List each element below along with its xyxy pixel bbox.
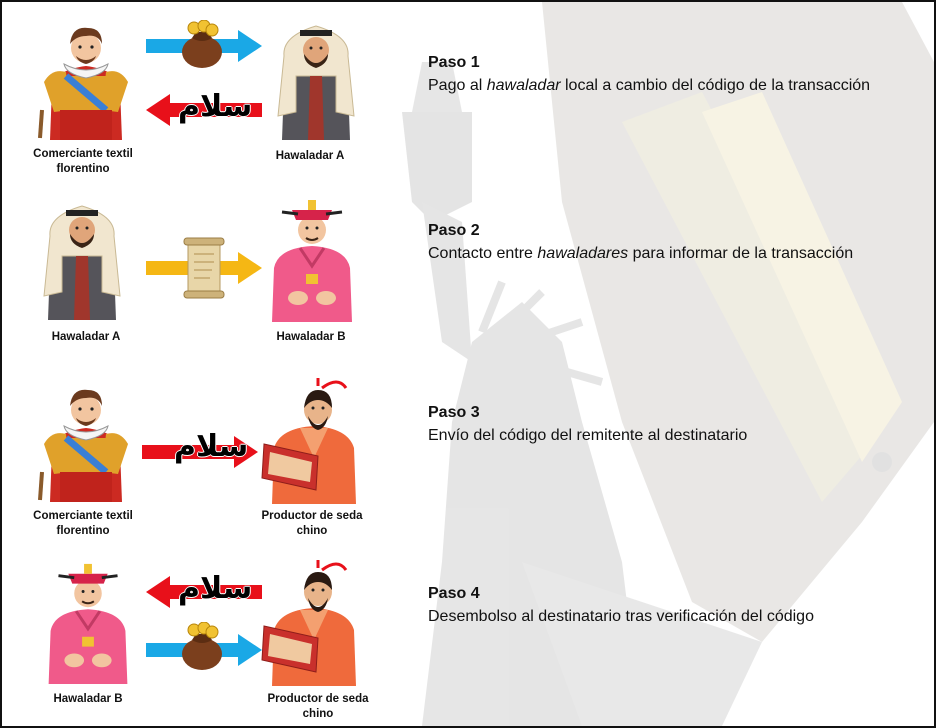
code-word: سلام — [178, 89, 253, 124]
desc-emphasis: hawaladares — [537, 245, 629, 262]
label-line-1: Comerciante textil — [33, 148, 133, 160]
label-line-2: florentino — [56, 525, 110, 537]
desc-part: Desembolso al destinatario tras verifica… — [428, 608, 814, 625]
step1-title: Paso 1 — [428, 54, 480, 71]
desc-part: Contacto entre — [428, 245, 538, 262]
step4-title: Paso 4 — [428, 585, 480, 602]
florentine-merchant-figure — [38, 389, 128, 502]
label-line-1: Hawaladar B — [53, 693, 123, 705]
label-line-2: chino — [296, 525, 328, 537]
step3-description: Envío del código del remitente al destin… — [428, 427, 747, 445]
label-line-1: Comerciante textil — [33, 510, 133, 522]
label-line-1: Hawaladar A — [275, 150, 345, 162]
step3-right-label: Productor de seda chino — [252, 509, 372, 539]
hawaladar-a-figure — [277, 25, 355, 140]
arrow-right-icon — [142, 436, 258, 468]
step3-left-label: Comerciante textil florentino — [16, 509, 150, 539]
step2-description: Contacto entre hawaladares para informar… — [428, 245, 853, 263]
desc-part: Envío del código del remitente al destin… — [428, 427, 748, 444]
label-line-1: Productor de seda — [267, 693, 369, 705]
code-word: سلام — [178, 571, 253, 606]
label-line-1: Hawaladar B — [276, 331, 346, 343]
hawaladar-b-figure — [272, 200, 352, 322]
step4-right-label: Productor de seda chino — [258, 692, 378, 722]
step4-left-label: Hawaladar B — [28, 692, 148, 707]
label-line-1: Hawaladar A — [51, 331, 121, 343]
step1-right-label: Hawaladar A — [248, 149, 372, 164]
step1-left-label: Comerciante textil florentino — [16, 147, 150, 177]
step2-left-label: Hawaladar A — [26, 330, 146, 345]
hawaladar-b-figure — [48, 563, 128, 684]
money-bag-icon — [182, 622, 222, 670]
label-line-2: chino — [302, 708, 334, 720]
money-bag-icon — [182, 20, 222, 68]
desc-emphasis: hawaladar — [486, 77, 561, 94]
desc-part: local a cambio del código de la transacc… — [560, 77, 871, 94]
label-line-2: florentino — [56, 163, 110, 175]
florentine-merchant-figure — [38, 27, 128, 140]
desc-part: Pago al — [428, 77, 487, 94]
step4-description: Desembolso al destinatario tras verifica… — [428, 608, 814, 626]
step2-right-label: Hawaladar B — [250, 330, 372, 345]
code-word: سلام — [174, 429, 249, 464]
step2-title: Paso 2 — [428, 222, 480, 239]
arrow-left-icon — [146, 94, 262, 126]
chinese-silk-producer-figure — [261, 378, 356, 504]
step3-title: Paso 3 — [428, 404, 480, 421]
chinese-silk-producer-figure — [261, 560, 356, 686]
label-line-1: Productor de seda — [261, 510, 363, 522]
hawaladar-a-figure — [43, 205, 121, 320]
scroll-icon — [183, 237, 225, 299]
step1-description: Pago al hawaladar local a cambio del cód… — [428, 77, 870, 95]
arrow-left-icon — [146, 576, 262, 608]
desc-part: para informar de la transacción — [628, 245, 854, 262]
